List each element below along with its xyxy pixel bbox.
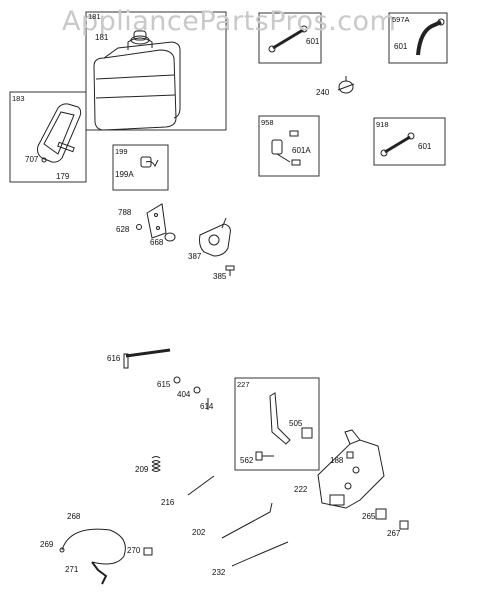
label-240: 240 bbox=[316, 88, 330, 97]
label-216: 216 bbox=[161, 498, 175, 507]
box-227 bbox=[234, 377, 320, 471]
box-label-227: 227 bbox=[237, 380, 250, 389]
washer-668-drawing bbox=[164, 232, 176, 242]
label-628: 628 bbox=[116, 225, 130, 234]
screw-385-drawing bbox=[225, 265, 235, 276]
screw-628-drawing bbox=[136, 224, 142, 230]
rod-232-drawing bbox=[231, 541, 289, 567]
valve-240-drawing bbox=[337, 76, 355, 94]
fuel-tank-drawing bbox=[93, 30, 181, 131]
label-179: 179 bbox=[56, 172, 70, 181]
label-615: 615 bbox=[157, 380, 171, 389]
box-label-199: 199 bbox=[115, 147, 128, 156]
label-181: 181 bbox=[95, 33, 109, 42]
shaft-616-drawing bbox=[123, 348, 171, 369]
box-label-181: 181 bbox=[88, 12, 101, 21]
label-788: 788 bbox=[118, 208, 132, 217]
box-label-918: 918 bbox=[376, 120, 389, 129]
fuel-line-918-drawing bbox=[380, 132, 415, 157]
control-bracket-222-drawing bbox=[317, 429, 385, 509]
box-597a bbox=[388, 12, 448, 64]
label-601a: 601A bbox=[292, 146, 311, 155]
filter-958-drawing bbox=[271, 130, 301, 166]
box-label-597a: 597A bbox=[392, 15, 410, 24]
spring-209-drawing bbox=[151, 456, 161, 472]
cable-268-drawing bbox=[59, 528, 126, 585]
part-188-drawing bbox=[346, 451, 354, 459]
part-265-drawing bbox=[375, 508, 387, 520]
label-267: 267 bbox=[387, 529, 401, 538]
box-199 bbox=[112, 144, 169, 191]
label-601-upper: 601 bbox=[306, 37, 320, 46]
label-268: 268 bbox=[67, 512, 81, 521]
box-183 bbox=[9, 91, 87, 183]
label-562: 562 bbox=[240, 456, 254, 465]
link-216-drawing bbox=[187, 475, 215, 496]
label-269: 269 bbox=[40, 540, 54, 549]
label-616: 616 bbox=[107, 354, 121, 363]
label-505: 505 bbox=[289, 419, 303, 428]
label-222: 222 bbox=[294, 485, 308, 494]
label-614: 614 bbox=[200, 402, 214, 411]
hose-597a-drawing bbox=[416, 18, 445, 56]
lever-227-drawing bbox=[255, 392, 313, 461]
label-668: 668 bbox=[150, 238, 164, 247]
label-707: 707 bbox=[25, 155, 39, 164]
label-232: 232 bbox=[212, 568, 226, 577]
box-fuel-tank bbox=[85, 11, 227, 131]
label-387: 387 bbox=[188, 252, 202, 261]
rod-202-drawing bbox=[221, 502, 273, 539]
fitting-199a-drawing bbox=[140, 156, 159, 168]
label-601-918: 601 bbox=[418, 142, 432, 151]
label-385: 385 bbox=[213, 272, 227, 281]
fuel-pump-387-drawing bbox=[199, 217, 231, 257]
box-958 bbox=[258, 115, 320, 177]
gasket-183-drawing bbox=[37, 103, 82, 163]
label-271: 271 bbox=[65, 565, 79, 574]
label-209: 209 bbox=[135, 465, 149, 474]
bracket-788-drawing bbox=[146, 203, 167, 239]
part-615-drawing bbox=[173, 376, 181, 384]
label-202: 202 bbox=[192, 528, 206, 537]
box-label-183: 183 bbox=[12, 94, 25, 103]
label-188: 188 bbox=[330, 456, 344, 465]
label-265: 265 bbox=[362, 512, 376, 521]
label-199a: 199A bbox=[115, 170, 134, 179]
fuel-line-601-drawing bbox=[268, 25, 308, 53]
label-404: 404 bbox=[177, 390, 191, 399]
label-601-597a: 601 bbox=[394, 42, 408, 51]
part-267-drawing bbox=[399, 520, 409, 530]
nut-270-drawing bbox=[143, 547, 153, 556]
watermark: AppliancePartsPros.com bbox=[62, 6, 397, 37]
box-918 bbox=[373, 117, 446, 166]
label-270: 270 bbox=[127, 546, 141, 555]
box-label-958: 958 bbox=[261, 118, 274, 127]
box-fuel-line-upper bbox=[258, 12, 322, 64]
part-404-drawing bbox=[193, 386, 201, 394]
